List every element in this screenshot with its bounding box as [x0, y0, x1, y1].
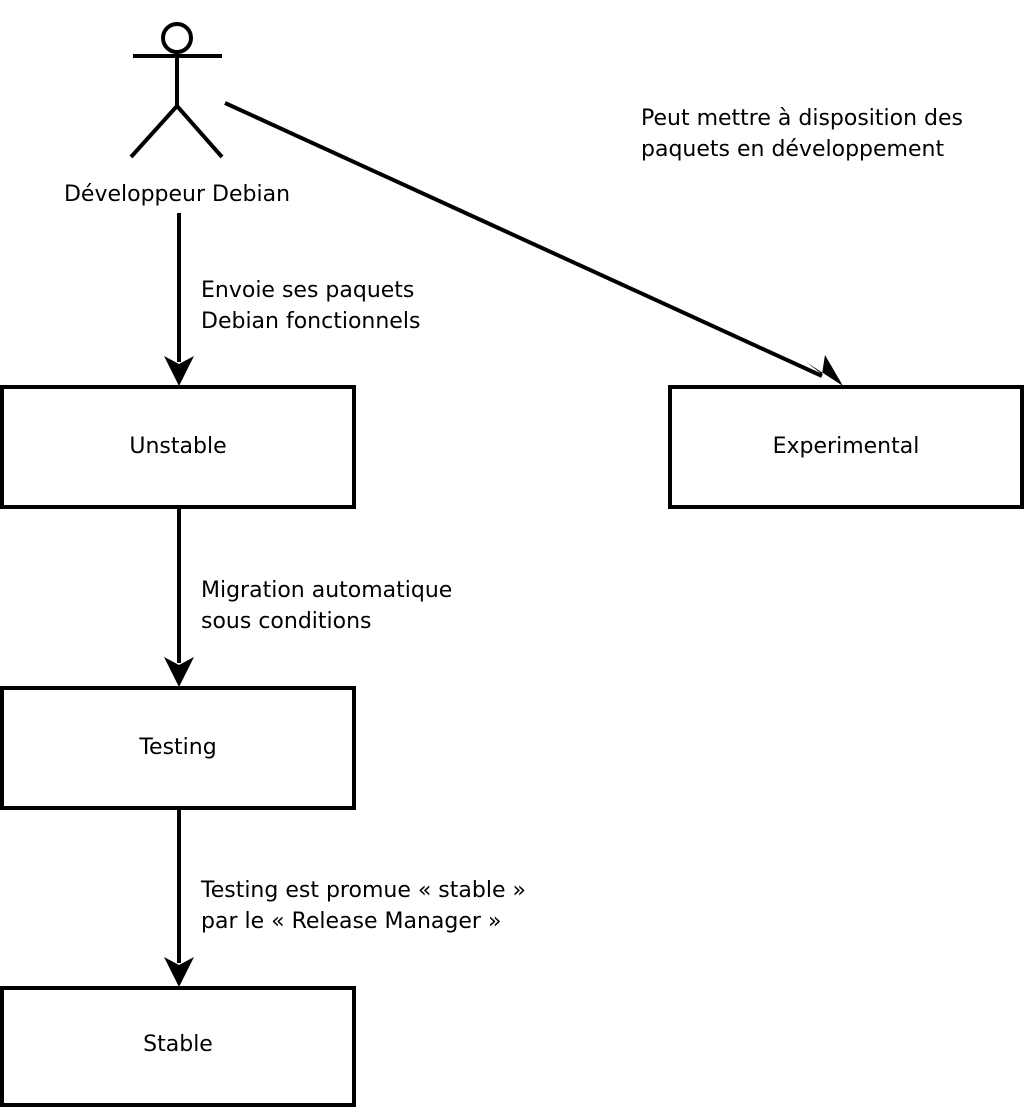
node-experimental-label: Experimental	[773, 434, 920, 459]
edge-dev-to-unstable: Envoie ses paquets Debian fonctionnels	[164, 213, 420, 386]
edge-dev-to-unstable-label-line2: Debian fonctionnels	[201, 309, 420, 334]
node-stable-box	[0, 986, 356, 1107]
node-stable[interactable]: Stable	[0, 986, 356, 1107]
actor-label: Développeur Debian	[64, 182, 290, 207]
edge-unstable-to-testing: Migration automatique sous conditions	[164, 509, 452, 687]
edge-dev-to-experimental-arrowhead-icon	[806, 355, 843, 386]
edge-testing-to-stable-arrowhead-icon	[164, 957, 194, 987]
actor-head-icon	[161, 22, 193, 54]
edge-unstable-to-testing-label-line2: sous conditions	[201, 609, 372, 634]
edge-dev-to-experimental-label-line1: Peut mettre à disposition des	[641, 106, 963, 131]
node-testing-box	[0, 686, 356, 810]
node-testing-label: Testing	[138, 735, 216, 760]
node-unstable[interactable]: Unstable	[0, 385, 356, 509]
actor-leg-left-icon	[129, 104, 179, 159]
node-testing[interactable]: Testing	[0, 686, 356, 810]
node-experimental-box	[668, 385, 1024, 509]
edge-testing-to-stable-label-line1: Testing est promue « stable »	[200, 878, 526, 903]
edge-dev-to-unstable-label-line1: Envoie ses paquets	[201, 278, 414, 303]
actor-developpeur-debian[interactable]: Développeur Debian	[64, 22, 290, 207]
edge-testing-to-stable: Testing est promue « stable » par le « R…	[164, 810, 526, 987]
edge-unstable-to-testing-label-line1: Migration automatique	[201, 578, 452, 603]
node-experimental[interactable]: Experimental	[668, 385, 1024, 509]
node-unstable-label: Unstable	[129, 434, 226, 459]
edge-testing-to-stable-label-line2: par le « Release Manager »	[201, 909, 501, 934]
edge-dev-to-experimental-label-line2: paquets en développement	[641, 137, 944, 162]
actor-leg-right-icon	[175, 104, 224, 159]
edge-dev-to-experimental-line	[224, 101, 823, 378]
edge-dev-to-experimental: Peut mettre à disposition des paquets en…	[224, 101, 963, 386]
node-unstable-box	[0, 385, 356, 509]
edge-dev-to-unstable-arrowhead-icon	[164, 356, 194, 386]
node-stable-label: Stable	[143, 1032, 213, 1057]
edge-unstable-to-testing-arrowhead-icon	[164, 657, 194, 687]
